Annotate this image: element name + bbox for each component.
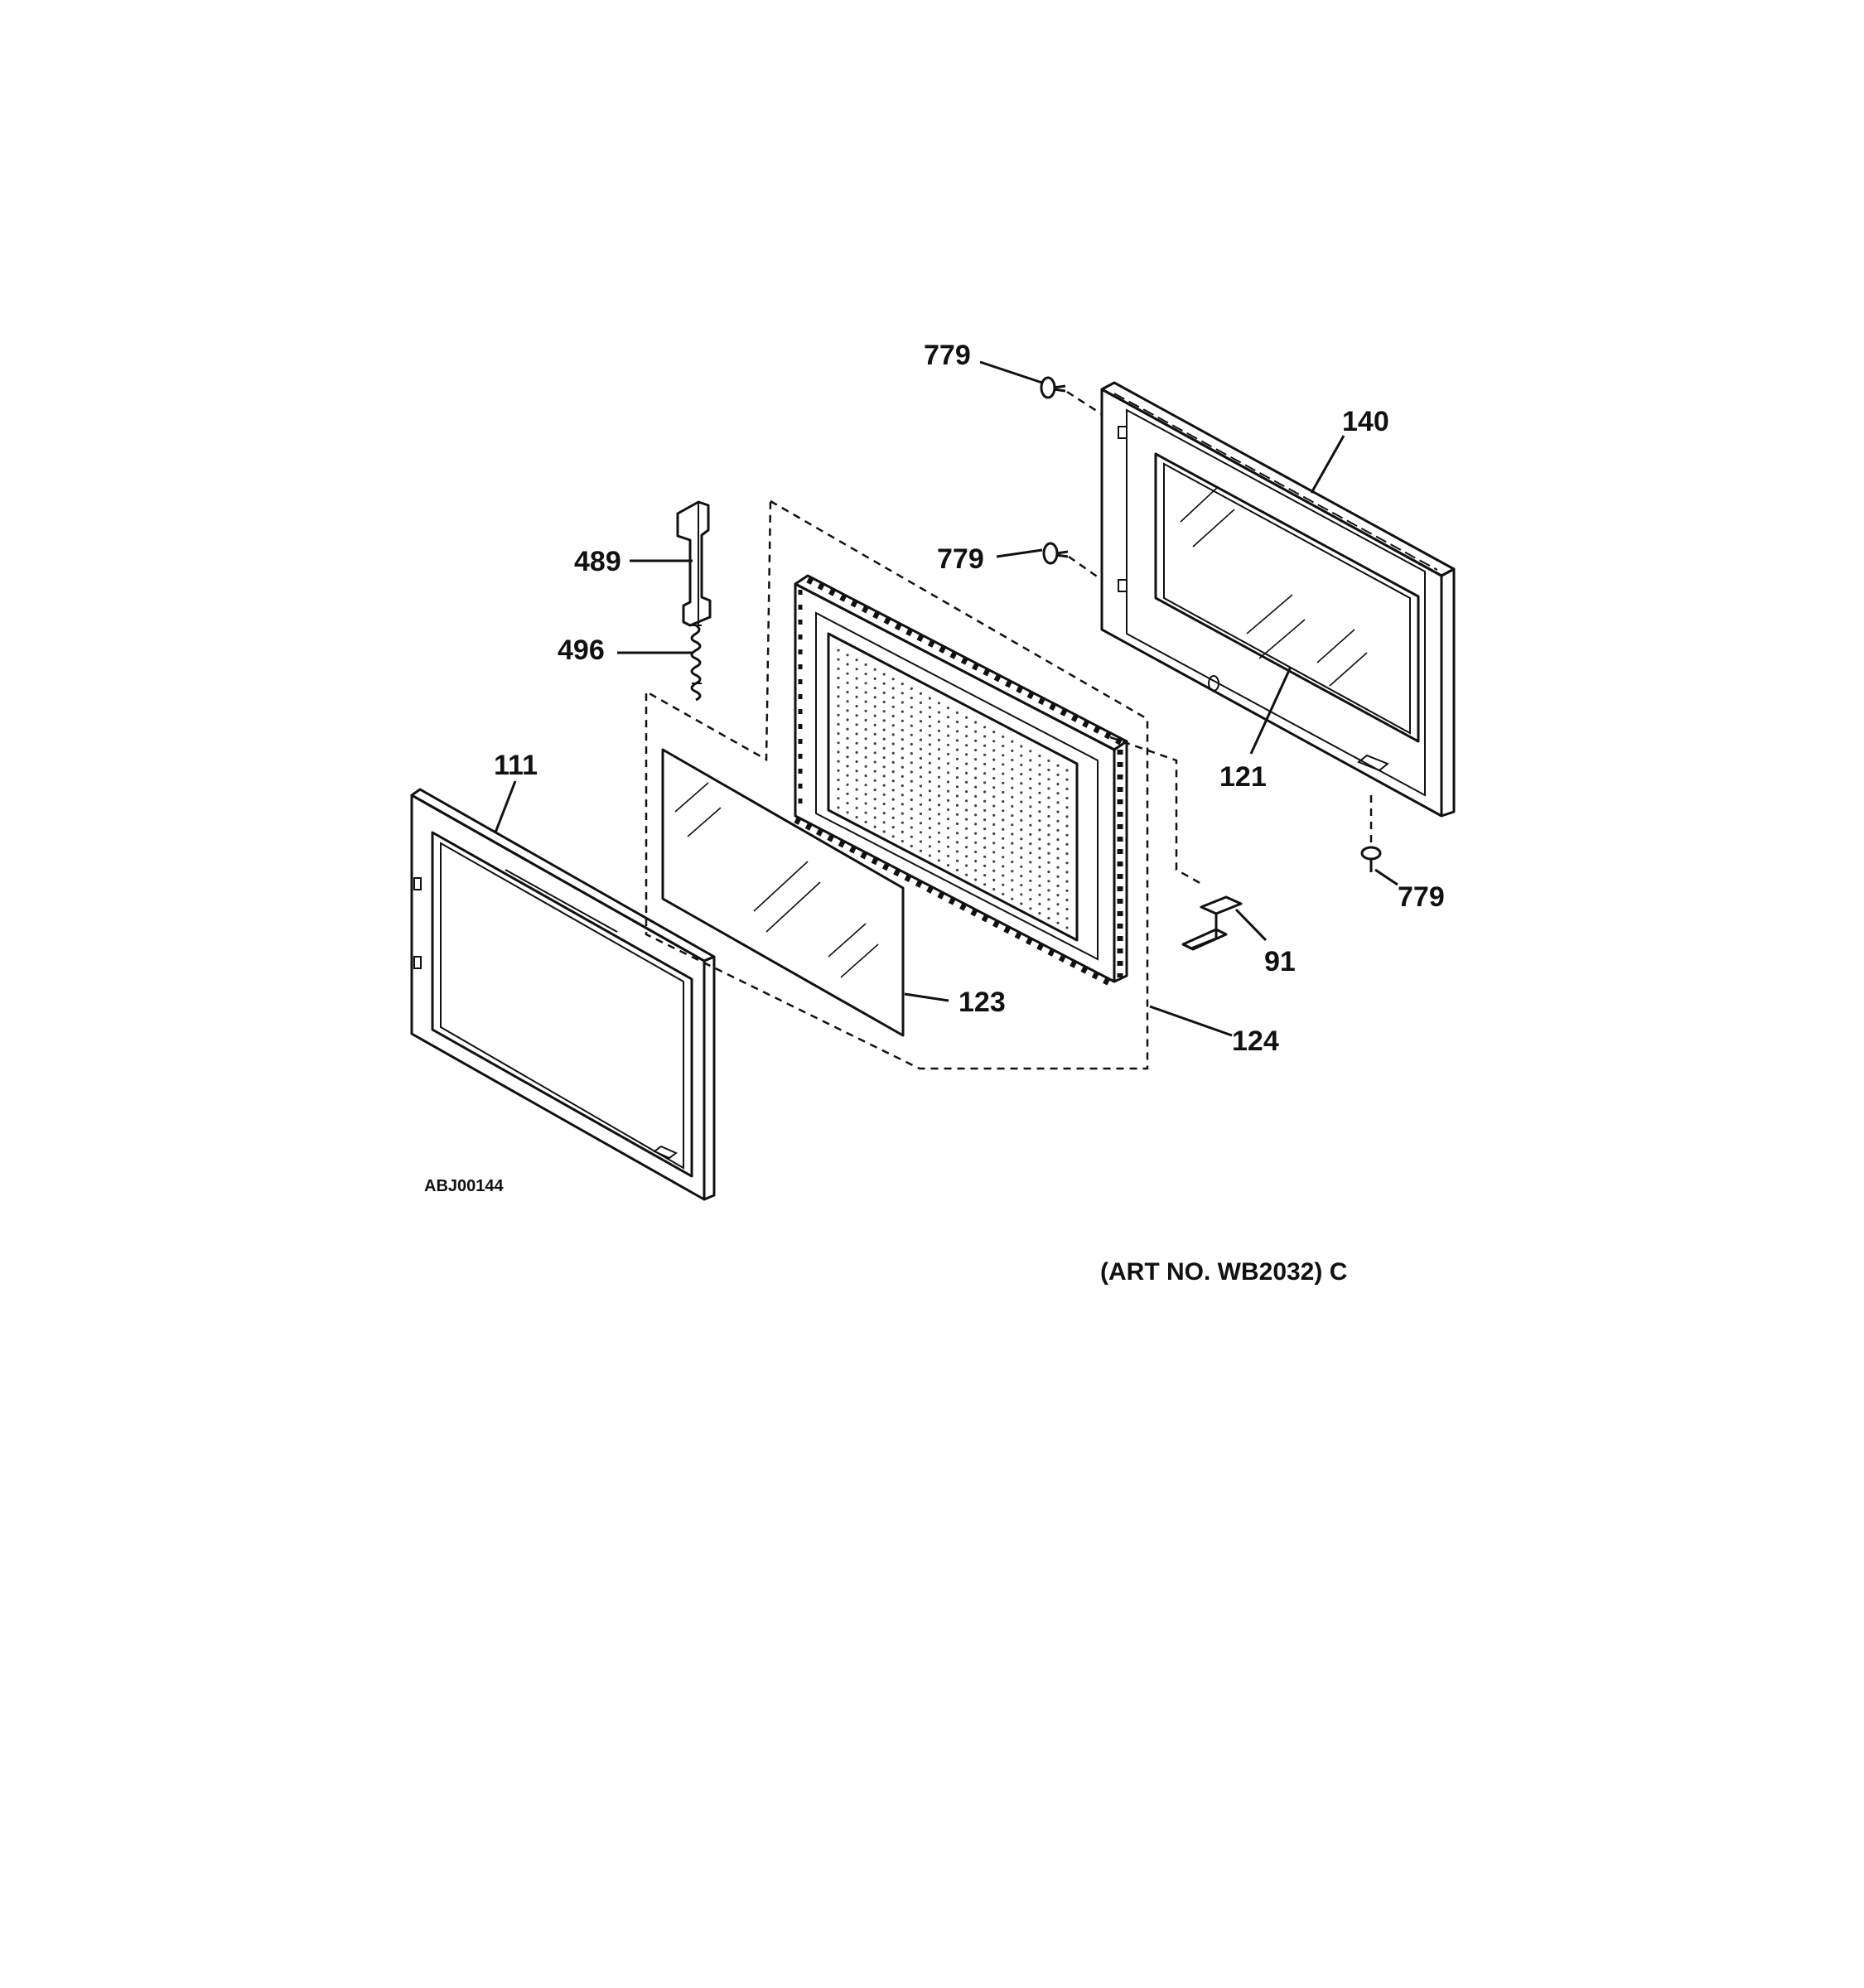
latch-489: [676, 500, 712, 627]
leader-lines: [494, 360, 1398, 1037]
front-door-111: [410, 788, 716, 1201]
assembly-outline-124: [645, 499, 1149, 1070]
glass-123: [661, 748, 905, 1037]
callout-121: 121: [1219, 761, 1267, 793]
inner-frame-124: [794, 574, 1128, 989]
callout-496: 496: [558, 635, 605, 666]
callout-779-top: 779: [924, 340, 971, 371]
callout-124: 124: [1232, 1025, 1279, 1057]
door-panel-140: [1100, 381, 1456, 818]
spring-496: [690, 624, 702, 702]
callout-779-right: 779: [1398, 881, 1445, 913]
hinge-91: [1181, 895, 1243, 951]
mesh-screen: [837, 649, 1069, 929]
callout-123: 123: [959, 987, 1006, 1018]
callout-489: 489: [574, 546, 621, 577]
screw-779-right: [1360, 846, 1382, 872]
callout-140: 140: [1342, 406, 1389, 437]
art-number: (ART NO. WB2032) C: [1100, 1258, 1347, 1286]
drawing-id: ABJ00144: [424, 1177, 505, 1195]
callout-779-mid: 779: [937, 543, 984, 575]
callout-91: 91: [1264, 946, 1296, 977]
screw-779-mid: [1042, 542, 1069, 565]
callout-111: 111: [494, 750, 538, 781]
screw-779-top: [1040, 376, 1066, 399]
